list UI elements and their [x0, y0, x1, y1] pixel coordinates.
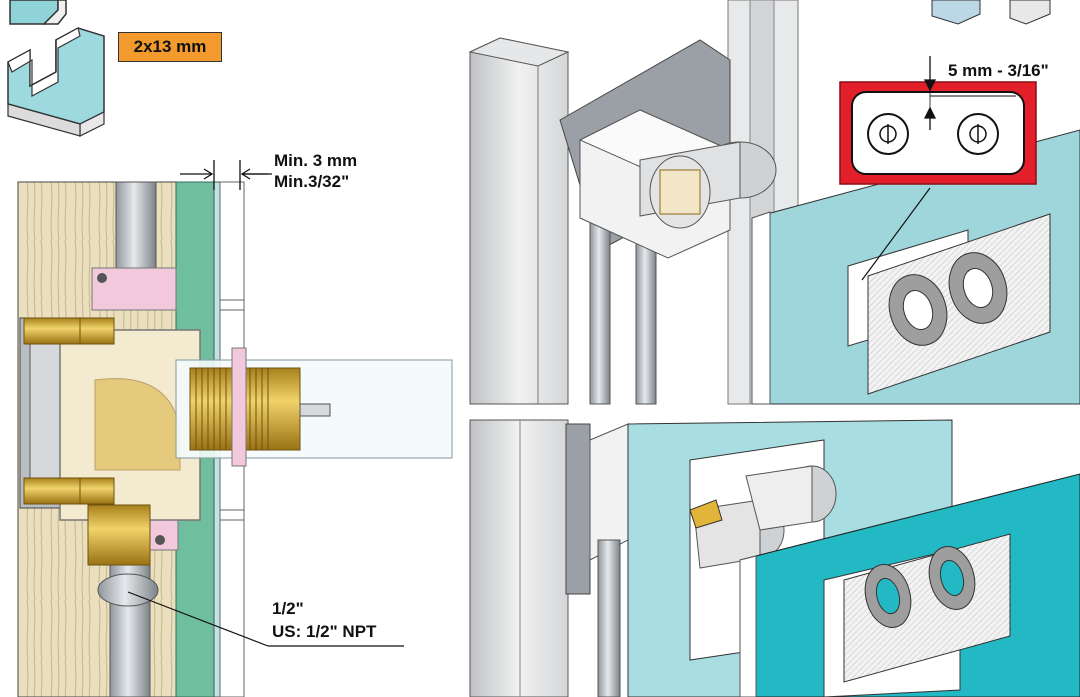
thread-leader-line	[127, 591, 404, 647]
clearance-label: 5 mm - 3/16"	[948, 61, 1049, 80]
gap-dimension-arrows	[180, 160, 272, 190]
cross-section-drawing	[17, 181, 453, 697]
board-thickness-badge: 2x13 mm	[118, 32, 222, 62]
gap-metric-label: Min. 3 mm	[274, 151, 358, 170]
board-icon-top	[9, 0, 67, 25]
clearance-dimension-arrows	[923, 56, 1016, 130]
thread-us-label: US: 1/2" NPT	[272, 622, 377, 641]
thread-size-label: 1/2"	[272, 599, 304, 618]
board-icon-l-shape	[7, 27, 105, 137]
installation-view-bottom	[466, 418, 1080, 697]
installation-view-top	[466, 0, 1080, 405]
gap-imperial-label: Min.3/32"	[274, 172, 350, 191]
detail-callout-box	[839, 81, 1037, 185]
